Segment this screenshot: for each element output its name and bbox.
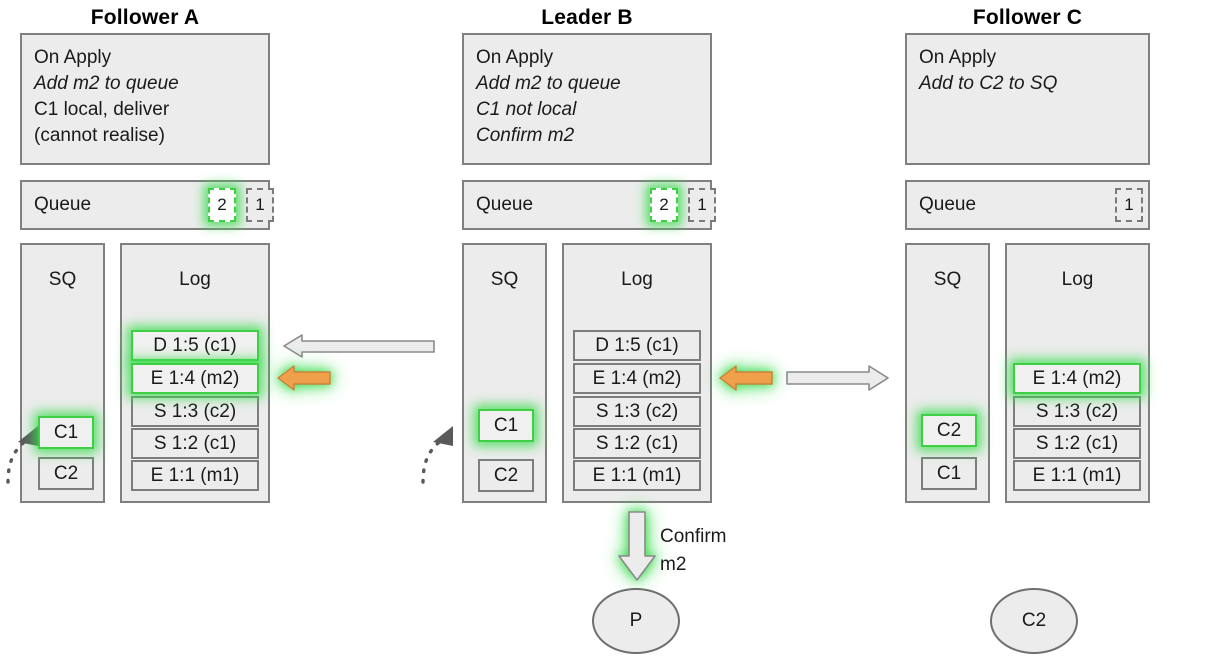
on-apply-line: Add to C2 to SQ <box>919 73 1058 94</box>
queue-item: 1 <box>246 188 274 222</box>
log-entry: E 1:4 (m2) <box>131 363 259 394</box>
log-entry: S 1:2 (c1) <box>131 428 259 459</box>
queue-box-follower-a: Queue 2 1 <box>20 180 274 230</box>
on-apply-box-follower-c: On Apply Add to C2 to SQ <box>905 33 1150 165</box>
column-title-follower-a: Follower A <box>90 6 200 29</box>
log-entry: S 1:3 (c2) <box>1013 396 1141 427</box>
sq-item-c2-follower-a: C2 <box>38 457 94 490</box>
deliver-dotted-arrow-follower-a <box>6 426 38 484</box>
replication-arrow-left-gray <box>283 334 435 358</box>
queue-item: 1 <box>1115 188 1143 222</box>
log-entry: S 1:2 (c1) <box>1013 428 1141 459</box>
queue-item: 2 <box>650 188 678 222</box>
queue-item: 1 <box>688 188 716 222</box>
queue-label: Queue <box>476 194 534 215</box>
sq-header: SQ <box>490 269 519 290</box>
log-entry: E 1:1 (m1) <box>1013 460 1141 491</box>
queue-item: 2 <box>208 188 236 222</box>
sq-header: SQ <box>48 269 77 290</box>
sq-item-c1-leader-b: C1 <box>478 409 534 442</box>
log-entry: E 1:1 (m1) <box>573 460 701 491</box>
on-apply-line: On Apply <box>476 47 554 68</box>
log-entry: D 1:5 (c1) <box>131 330 259 361</box>
confirm-label-line-2: m2 <box>660 554 687 575</box>
on-apply-box-leader-b: On Apply Add m2 to queue C1 not local Co… <box>462 33 712 165</box>
queue-box-leader-b: Queue 2 1 <box>462 180 716 230</box>
queue-label: Queue <box>34 194 92 215</box>
queue-label: Queue <box>919 194 977 215</box>
consumer-node-c2: C2 <box>990 588 1078 654</box>
log-header: Log <box>1061 269 1094 290</box>
on-apply-line: C1 local, deliver <box>34 99 170 120</box>
log-entry: D 1:5 (c1) <box>573 330 701 361</box>
queue-box-follower-c: Queue 1 <box>905 180 1150 230</box>
log-entry: E 1:4 (m2) <box>1013 363 1141 394</box>
confirm-arrow-down <box>618 511 656 581</box>
confirm-label-line-1: Confirm <box>660 526 727 547</box>
log-entry: S 1:3 (c2) <box>573 396 701 427</box>
on-apply-line: Add m2 to queue <box>476 73 621 94</box>
sq-item-c1-follower-c: C1 <box>921 457 977 490</box>
sq-header: SQ <box>933 269 962 290</box>
column-title-follower-c: Follower C <box>972 6 1083 29</box>
on-apply-line: C1 not local <box>476 99 577 120</box>
on-apply-line: On Apply <box>34 47 112 68</box>
log-header: Log <box>179 269 211 290</box>
on-apply-line: Confirm m2 <box>476 125 575 146</box>
replication-arrow-right-gray <box>786 365 889 391</box>
commit-arrow-orange-follower-a <box>277 365 331 391</box>
sq-item-c1-follower-a: C1 <box>38 416 94 449</box>
on-apply-box-follower-a: On Apply Add m2 to queue C1 local, deliv… <box>20 33 270 165</box>
producer-node-p: P <box>592 588 680 654</box>
commit-arrow-orange-leader-b <box>719 365 773 391</box>
deliver-dotted-arrow-leader-b <box>421 426 453 484</box>
on-apply-line: Add m2 to queue <box>34 73 179 94</box>
sq-item-c2-leader-b: C2 <box>478 459 534 492</box>
log-entry: E 1:1 (m1) <box>131 460 259 491</box>
log-header: Log <box>621 269 653 290</box>
sq-item-c2-follower-c: C2 <box>921 414 977 447</box>
on-apply-line: On Apply <box>919 47 997 68</box>
log-entry: S 1:2 (c1) <box>573 428 701 459</box>
log-entry: E 1:4 (m2) <box>573 363 701 394</box>
column-title-leader-b: Leader B <box>541 6 633 29</box>
log-entry: S 1:3 (c2) <box>131 396 259 427</box>
on-apply-line: (cannot realise) <box>34 125 165 146</box>
